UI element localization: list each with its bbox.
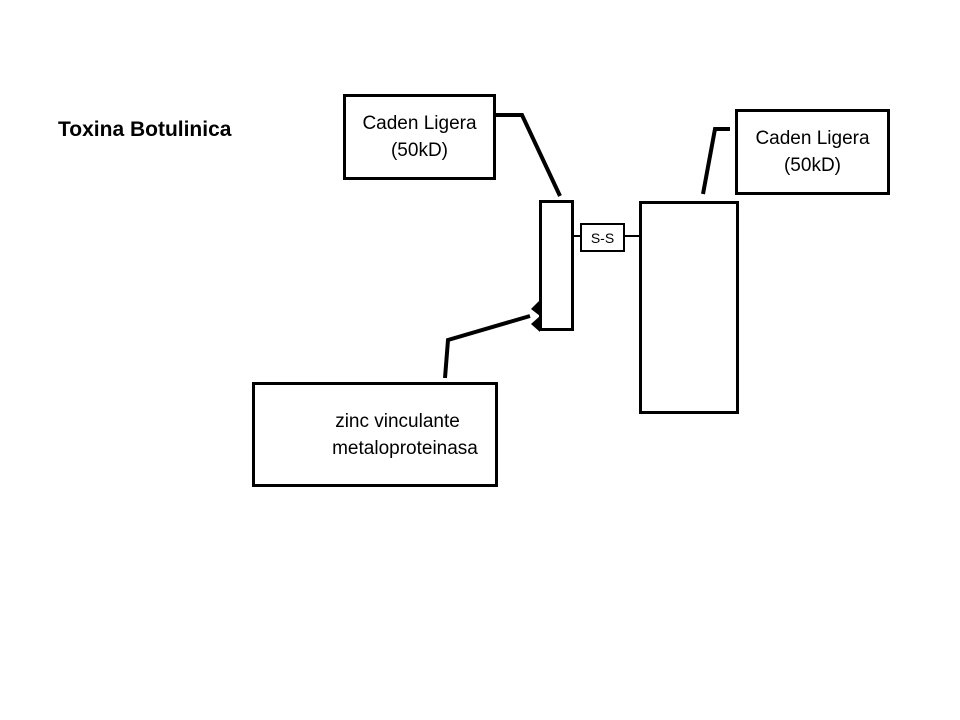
light-chain-label-right-line1: Caden Ligera [755,128,870,149]
light-chain-label-right-line2: (50kD) [783,155,841,176]
disulfide-bond-box: S-S [580,223,625,252]
connector-left-label [495,113,562,197]
chain-block-wide [639,201,739,414]
zinc-metalloprotease-label: zinc vinculante metaloproteinasa [252,382,498,487]
disulfide-bond-label: S-S [590,229,615,246]
light-chain-label-right: Caden Ligera (50kD) [735,109,890,195]
light-chain-label-left: Caden Ligera (50kD) [343,94,496,180]
connector-zinc-label [443,314,531,379]
zinc-label-line2: metaloproteinasa [332,437,478,459]
diagram-title: Toxina Botulinica [58,118,232,141]
zinc-binding-notch-upper [531,300,540,316]
light-chain-label-left-line2: (50kD) [390,140,448,161]
light-chain-label-left-line1: Caden Ligera [362,113,477,134]
connector-right-label [701,127,730,195]
zinc-label-line1: zinc vinculante [335,410,460,432]
zinc-binding-notch-lower [531,316,540,332]
chain-block-narrow [539,200,574,331]
